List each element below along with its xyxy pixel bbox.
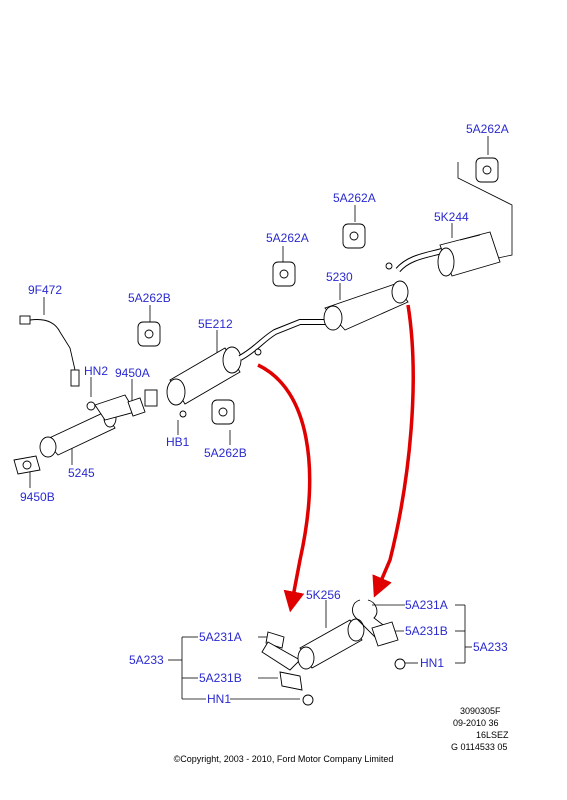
label-5A231B-right[interactable]: 5A231B xyxy=(405,624,448,638)
copyright-notice: ©Copyright, 2003 - 2010, Ford Motor Comp… xyxy=(173,754,394,764)
label-5A233-left[interactable]: 5A233 xyxy=(129,653,164,667)
label-HN1-right[interactable]: HN1 xyxy=(420,656,445,670)
label-9F472[interactable]: 9F472 xyxy=(28,283,63,297)
label-5245[interactable]: 5245 xyxy=(68,466,95,480)
label-5K244[interactable]: 5K244 xyxy=(434,210,469,224)
info-line-4: G 0114533 05 xyxy=(451,742,508,752)
label-5A262A-left[interactable]: 5A262A xyxy=(266,231,309,245)
label-HN2[interactable]: HN2 xyxy=(84,364,109,378)
label-5A231A-right[interactable]: 5A231A xyxy=(405,598,448,612)
label-9450A[interactable]: 9450A xyxy=(115,366,150,380)
label-5A262A-mid[interactable]: 5A262A xyxy=(333,191,376,205)
label-5A262B-upper[interactable]: 5A262B xyxy=(128,291,171,305)
label-5A231A-left[interactable]: 5A231A xyxy=(199,630,242,644)
label-5A233-right[interactable]: 5A233 xyxy=(473,640,508,654)
label-5K256[interactable]: 5K256 xyxy=(306,588,341,602)
label-5230[interactable]: 5230 xyxy=(326,270,353,284)
label-5A262B-lower[interactable]: 5A262B xyxy=(204,446,247,460)
info-line-1: 3090305F xyxy=(460,706,501,716)
info-line-2: 09-2010 36 xyxy=(453,718,499,728)
label-9450B[interactable]: 9450B xyxy=(20,490,55,504)
label-5A262A-right[interactable]: 5A262A xyxy=(466,122,509,136)
label-HN1-left[interactable]: HN1 xyxy=(207,692,232,706)
info-line-3: 16LSEZ xyxy=(476,730,509,740)
label-5E212[interactable]: 5E212 xyxy=(198,317,233,331)
label-5A231B-left[interactable]: 5A231B xyxy=(199,671,242,685)
label-HB1[interactable]: HB1 xyxy=(166,435,190,449)
